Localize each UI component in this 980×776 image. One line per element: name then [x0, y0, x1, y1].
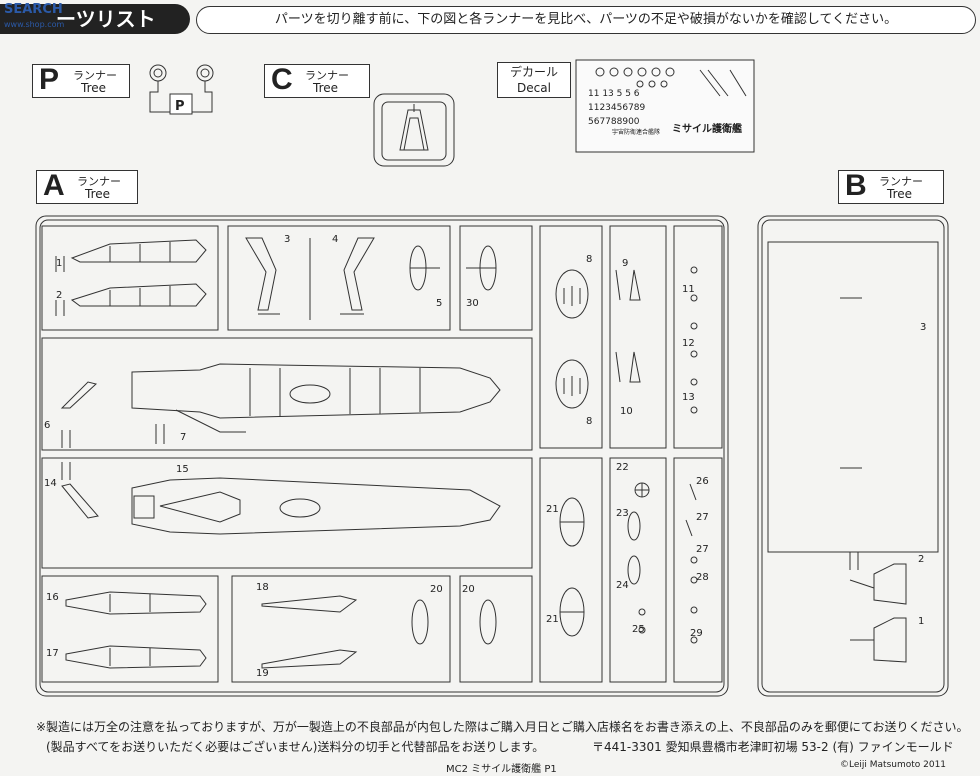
- tree-b-frame: [757, 215, 949, 697]
- runner-p-jp: ランナー: [73, 69, 117, 82]
- footer-address: 〒441-3301 愛知県豊橋市老津町初場 53-2 (有) ファインモールド: [592, 740, 954, 754]
- hull-upper-part: [60, 363, 501, 433]
- tree-a-part-number: 15: [176, 464, 189, 475]
- tree-a-part-number: 9: [622, 258, 628, 269]
- hull-lower-part: [61, 477, 501, 535]
- runner-a-en: Tree: [85, 187, 111, 201]
- tree-b-part-number: 3: [920, 322, 926, 333]
- tree-a-part-number: 30: [466, 298, 479, 309]
- tank-parts-20: [411, 599, 497, 645]
- decal-numbers-3: 567788900: [588, 117, 640, 127]
- footer-note-1: ※製造には万全の注意を払っておりますが、万が一製造上の不良部品が内包した際はご購…: [36, 720, 969, 734]
- tree-a-part-number: 21: [546, 504, 559, 515]
- runner-c-en: Tree: [313, 81, 339, 95]
- decal-jp: デカール: [509, 65, 558, 79]
- tree-a-part-number: 18: [256, 582, 269, 593]
- pod-parts-21: [559, 497, 585, 637]
- small-parts-26-29: [685, 483, 698, 644]
- fin-parts-16-17: [65, 591, 207, 669]
- tree-a-part-number: 29: [690, 628, 703, 639]
- tree-a-part-number: 6: [44, 420, 50, 431]
- runner-a-label: A ランナー Tree: [36, 169, 138, 204]
- runner-b-en: Tree: [887, 187, 913, 201]
- tree-a-part-number: 12: [682, 338, 695, 349]
- tree-a-part-number: 27: [696, 512, 709, 523]
- decal-title: ミサイル護衛艦: [672, 122, 742, 135]
- blade-parts-9-10: [615, 269, 641, 383]
- small-parts-22-25: [627, 482, 650, 634]
- runner-b-jp: ランナー: [879, 175, 923, 188]
- runner-c-letter: C: [271, 63, 293, 96]
- page-title: ーツリスト: [0, 4, 190, 34]
- runner-c-label: C ランナー Tree: [264, 63, 370, 98]
- pod-parts-8: [555, 269, 589, 409]
- watermark-url: www.shop.com: [4, 20, 65, 29]
- tree-a-part-number: 28: [696, 572, 709, 583]
- decal-label: デカール Decal: [497, 62, 571, 98]
- tree-a-part-number: 4: [332, 234, 338, 245]
- tree-a-part-number: 17: [46, 648, 59, 659]
- copyright: ©Leiji Matsumoto 2011: [840, 760, 947, 770]
- tank-parts-5-30: [409, 245, 497, 291]
- tree-a-part-number: 27: [696, 544, 709, 555]
- p-part-mark: P: [175, 99, 185, 114]
- wing-parts-18-19: [261, 595, 358, 669]
- decal-subtitle: 宇宙防衛連合艦隊: [612, 128, 660, 136]
- tree-a-part-number: 8: [586, 416, 592, 427]
- tree-a-frame: [35, 215, 729, 697]
- runner-p-en: Tree: [81, 81, 107, 95]
- tree-a-part-number: 26: [696, 476, 709, 487]
- tree-a-part-number: 16: [46, 592, 59, 603]
- watermark-logo: SEARCH: [4, 2, 63, 17]
- p-tree-drawing: [149, 64, 214, 115]
- tree-a-part-number: 13: [682, 392, 695, 403]
- tree-a-part-number: 22: [616, 462, 629, 473]
- tree-a-part-number: 24: [616, 580, 629, 591]
- tree-a-part-number: 11: [682, 284, 695, 295]
- tree-b-part-number: 1: [918, 616, 924, 627]
- page-label: MC2 ミサイル護衛艦 P1: [446, 764, 557, 775]
- tree-a-part-number: 21: [546, 614, 559, 625]
- tree-a-part-number: 10: [620, 406, 633, 417]
- decal-sheet: [575, 59, 755, 153]
- tree-a-part-number: 1: [56, 258, 62, 269]
- tree-a-part-number: 3: [284, 234, 290, 245]
- tree-a-part-number: 2: [56, 290, 62, 301]
- footer-note-2: (製品すべてをお送りいただく必要はございません)送料分の切手と代替部品をお送りし…: [46, 740, 545, 754]
- tree-a-part-number: 19: [256, 668, 269, 679]
- runner-p-letter: P: [39, 63, 60, 96]
- tree-a-part-number: 5: [436, 298, 442, 309]
- tree-a-part-number: 14: [44, 478, 57, 489]
- runner-b-label: B ランナー Tree: [838, 169, 944, 204]
- decal-en: Decal: [517, 81, 551, 95]
- runner-p-label: P ランナー Tree: [32, 63, 130, 98]
- runner-a-jp: ランナー: [77, 175, 121, 188]
- tree-a-part-number: 8: [586, 254, 592, 265]
- tree-a-part-number: 20: [430, 584, 443, 595]
- inspection-notice: パーツを切り離す前に、下の図と各ランナーを見比べ、パーツの不足や破損がないかを確…: [196, 6, 976, 34]
- tree-a-part-number: 25: [632, 624, 645, 635]
- runner-c-jp: ランナー: [305, 69, 349, 82]
- runner-a-letter: A: [43, 169, 65, 202]
- decal-numbers-1: 11 13 5 5 6: [588, 89, 640, 99]
- tree-a-part-number: 20: [462, 584, 475, 595]
- strut-parts-3-4: [245, 237, 375, 320]
- small-parts-11-13: [690, 266, 698, 414]
- decal-numbers-2: 1123456789: [588, 103, 646, 113]
- tree-b-part-number: 2: [918, 554, 924, 565]
- tree-a-part-number: 7: [180, 432, 186, 443]
- runner-b-letter: B: [845, 169, 867, 202]
- fin-parts-1-2: [70, 239, 207, 307]
- tree-a-part-number: 23: [616, 508, 629, 519]
- c-tree-drawing: [373, 93, 455, 167]
